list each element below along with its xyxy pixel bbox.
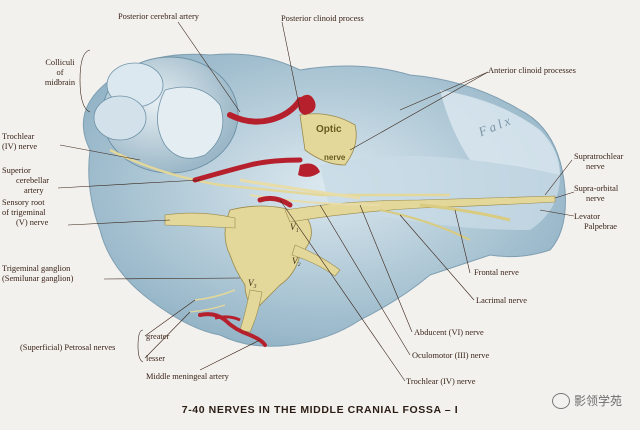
trochlear-nerve-path bbox=[109, 148, 450, 197]
label-lesser: lesser bbox=[146, 354, 166, 363]
label-supratrochlear-line2: nerve bbox=[586, 162, 605, 171]
label-lacrimal-nerve: Lacrimal nerve bbox=[476, 296, 527, 305]
label-sca-line1: Superior bbox=[2, 166, 31, 175]
label-levator: Levator Palpebrae bbox=[574, 212, 617, 232]
frontal-nerve-branch bbox=[419, 203, 511, 222]
label-levator-line2: Palpebrae bbox=[584, 222, 618, 231]
label-colliculi-line2: of bbox=[56, 68, 64, 77]
figure-caption: 7-40 NERVES IN THE MIDDLE CRANIAL FOSSA … bbox=[181, 404, 459, 416]
label-petrosal-nerves: (Superficial) Petrosal nerves bbox=[20, 343, 116, 352]
superior-cerebellar-artery bbox=[192, 157, 303, 183]
maxillary-division bbox=[291, 244, 341, 277]
v1-label: V₁ bbox=[290, 222, 299, 232]
label-colliculi-line1: Colliculi bbox=[45, 58, 75, 67]
optic-label: Optic bbox=[316, 124, 342, 135]
label-colliculi: Colliculi of midbrain bbox=[30, 58, 90, 88]
label-sca-line3: artery bbox=[24, 186, 44, 195]
label-trigeminal-ganglion: Trigeminal ganglion (Semilunar ganglion) bbox=[2, 264, 73, 284]
v3-label: V₃ bbox=[248, 278, 257, 288]
mandibular-division bbox=[239, 289, 263, 333]
wechat-icon bbox=[551, 392, 570, 409]
label-frontal-nerve: Frontal nerve bbox=[474, 268, 519, 277]
optic-nerve-label: nerve bbox=[324, 153, 346, 162]
leader-lines bbox=[57, 21, 575, 382]
label-trigeminal-ganglion-line1: Trigeminal ganglion bbox=[2, 264, 71, 273]
greater-petrosal-nerve bbox=[194, 289, 236, 301]
v2-label: V₂ bbox=[292, 256, 301, 266]
label-middle-meningeal-artery: Middle meningeal artery bbox=[146, 372, 229, 381]
label-sensory-root-line3: (V) nerve bbox=[16, 218, 49, 227]
label-sensory-root-line1: Sensory root bbox=[2, 198, 45, 207]
label-supratrochlear: Supratrochlear nerve bbox=[574, 152, 623, 172]
falx-region bbox=[440, 90, 560, 175]
carotid-lower bbox=[298, 163, 320, 177]
artery-near-ganglion bbox=[257, 195, 293, 208]
orbital-roof bbox=[320, 156, 560, 230]
label-trochlear-bottom: Trochlear (IV) nerve bbox=[406, 377, 476, 386]
cerebral-peduncle bbox=[157, 86, 224, 159]
lesser-petrosal-nerve bbox=[189, 304, 226, 313]
label-anterior-clinoid-processes: Anterior clinoid processes bbox=[488, 66, 576, 75]
label-supraorbital-line2: nerve bbox=[586, 194, 605, 203]
colliculus-lower bbox=[93, 95, 147, 141]
label-levator-line1: Levator bbox=[574, 212, 601, 221]
ophthalmic-division bbox=[284, 195, 556, 223]
label-posterior-cerebral-artery: Posterior cerebral artery bbox=[118, 12, 199, 21]
label-trochlear-left-line1: Trochlear bbox=[2, 132, 35, 141]
label-sensory-root: Sensory root of trigeminal (V) nerve bbox=[2, 198, 48, 228]
label-greater: greater bbox=[146, 332, 170, 341]
label-trochlear-left-line2: (IV) nerve bbox=[2, 142, 38, 151]
label-trochlear-left: Trochlear (IV) nerve bbox=[2, 132, 37, 152]
lacrimal-nerve-branch bbox=[379, 209, 471, 241]
label-sca-line2: cerebellar bbox=[16, 176, 50, 185]
petrosal-artery-branch bbox=[214, 315, 241, 322]
label-superior-cerebellar-artery: Superior cerebellar artery bbox=[2, 166, 49, 196]
label-supraorbital-line1: Supra-orbital bbox=[574, 184, 619, 193]
carotid-artery bbox=[298, 94, 316, 115]
oculomotor-nerve-path bbox=[239, 178, 361, 200]
label-supraorbital: Supra-orbital nerve bbox=[574, 184, 618, 204]
label-trigeminal-ganglion-line2: (Semilunar ganglion) bbox=[2, 274, 74, 283]
label-oculomotor-nerve: Oculomotor (III) nerve bbox=[412, 351, 490, 360]
sensory-root bbox=[164, 212, 236, 229]
label-posterior-clinoid-process: Posterior clinoid process bbox=[281, 14, 364, 23]
label-sensory-root-line2: of trigeminal bbox=[2, 208, 46, 217]
label-colliculi-line3: midbrain bbox=[44, 78, 76, 87]
label-abducent-nerve: Abducent (VI) nerve bbox=[414, 328, 484, 337]
watermark: 影领学苑 bbox=[551, 392, 622, 409]
watermark-text: 影领学苑 bbox=[573, 394, 622, 408]
posterior-cerebral-artery bbox=[227, 97, 303, 125]
label-supratrochlear-line1: Supratrochlear bbox=[574, 152, 624, 161]
